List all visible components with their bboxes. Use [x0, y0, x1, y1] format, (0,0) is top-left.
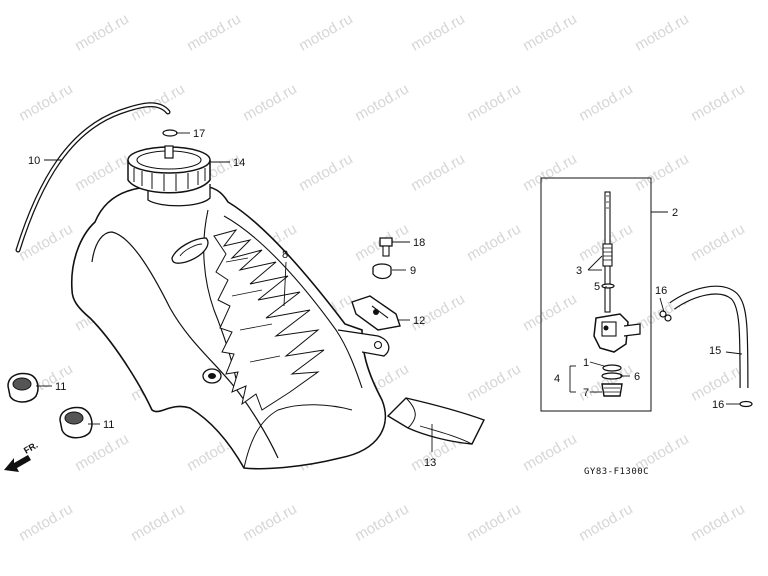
rubber-cushion-lower	[59, 406, 93, 439]
front-arrow-icon	[4, 455, 31, 472]
callout-17: 17	[193, 128, 205, 140]
callout-16-upper: 16	[655, 285, 667, 297]
tank-decal	[213, 229, 325, 411]
tank-bracket	[351, 295, 401, 331]
fuel-valve-assembly-box	[540, 177, 652, 412]
diagram-code: GY83-F1300C	[584, 467, 649, 477]
callout-5: 5	[594, 281, 600, 293]
callout-12: 12	[413, 315, 425, 327]
callout-13: 13	[424, 457, 436, 469]
mounting-bolt	[379, 237, 393, 257]
callout-16-lower: 16	[712, 399, 724, 411]
callout-11-lower: 11	[103, 419, 114, 431]
front-direction-marker: FR.	[4, 440, 40, 472]
mounting-collar	[372, 263, 392, 280]
callout-6: 6	[634, 371, 640, 383]
rubber-cushion-upper	[7, 372, 39, 403]
callout-11-upper: 11	[55, 381, 66, 393]
callout-14: 14	[233, 157, 245, 169]
tube-clip-upper	[659, 310, 672, 322]
callout-8: 8	[282, 249, 288, 261]
callout-10: 10	[28, 155, 40, 167]
fuel-tank	[70, 185, 390, 470]
tube-clip	[162, 129, 178, 137]
callout-7: 7	[583, 387, 589, 399]
fuel-valve	[593, 191, 641, 397]
callout-2: 2	[672, 207, 678, 219]
fuel-tube	[669, 285, 749, 389]
front-label: FR.	[22, 440, 40, 456]
callout-3: 3	[576, 265, 582, 277]
callout-18: 18	[413, 237, 425, 249]
fuel-filler-cap	[127, 145, 211, 194]
callout-9: 9	[410, 265, 416, 277]
callout-15: 15	[709, 345, 721, 357]
tube-clip-lower	[739, 400, 753, 408]
callout-1: 1	[583, 357, 589, 369]
callout-4: 4	[554, 373, 560, 385]
leader-lines	[36, 132, 743, 452]
heat-guard-plate	[386, 397, 485, 445]
